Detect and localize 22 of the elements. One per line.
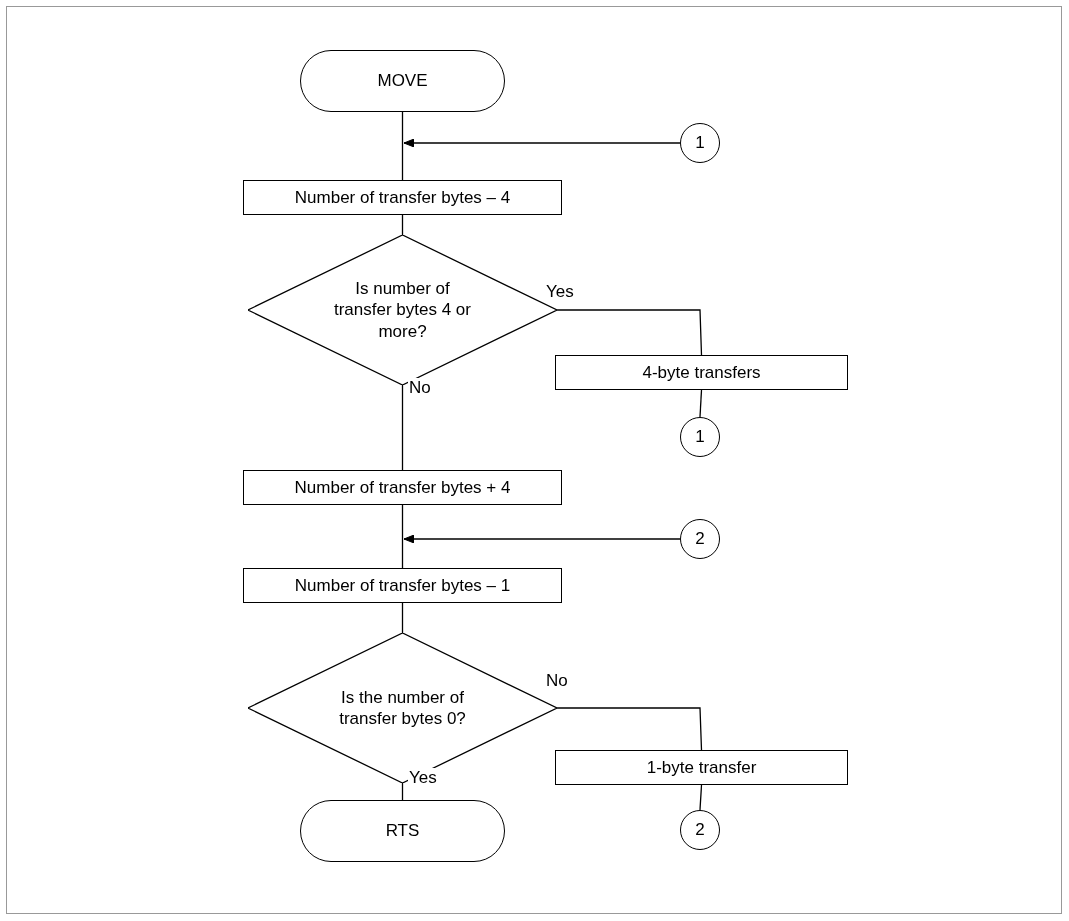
node-text: 1: [695, 426, 705, 448]
node-text: Number of transfer bytes + 4: [294, 476, 511, 499]
node-text: 1-byte transfer: [646, 756, 757, 779]
node-text: 2: [695, 528, 705, 550]
node-text: RTS: [385, 820, 420, 842]
connector-circle: [680, 519, 720, 559]
node-text: 1: [695, 132, 705, 154]
node-text: Is the number of transfer bytes 0?: [338, 686, 467, 730]
process-box: [243, 568, 562, 603]
connector-circle: [680, 810, 720, 850]
node-text: 2: [695, 819, 705, 841]
node-text: Is number of transfer bytes 4 or more?: [333, 278, 472, 342]
node-text: Number of transfer bytes – 1: [294, 574, 511, 597]
connector-circle: [680, 417, 720, 457]
node-text: 4-byte transfers: [642, 361, 761, 384]
node-text: Number of transfer bytes – 4: [294, 186, 511, 209]
process-box: [555, 355, 848, 390]
connector-circle: [680, 123, 720, 163]
process-box: [243, 470, 562, 505]
node-text: MOVE: [377, 70, 428, 92]
process-box: [243, 180, 562, 215]
process-box: [555, 750, 848, 785]
